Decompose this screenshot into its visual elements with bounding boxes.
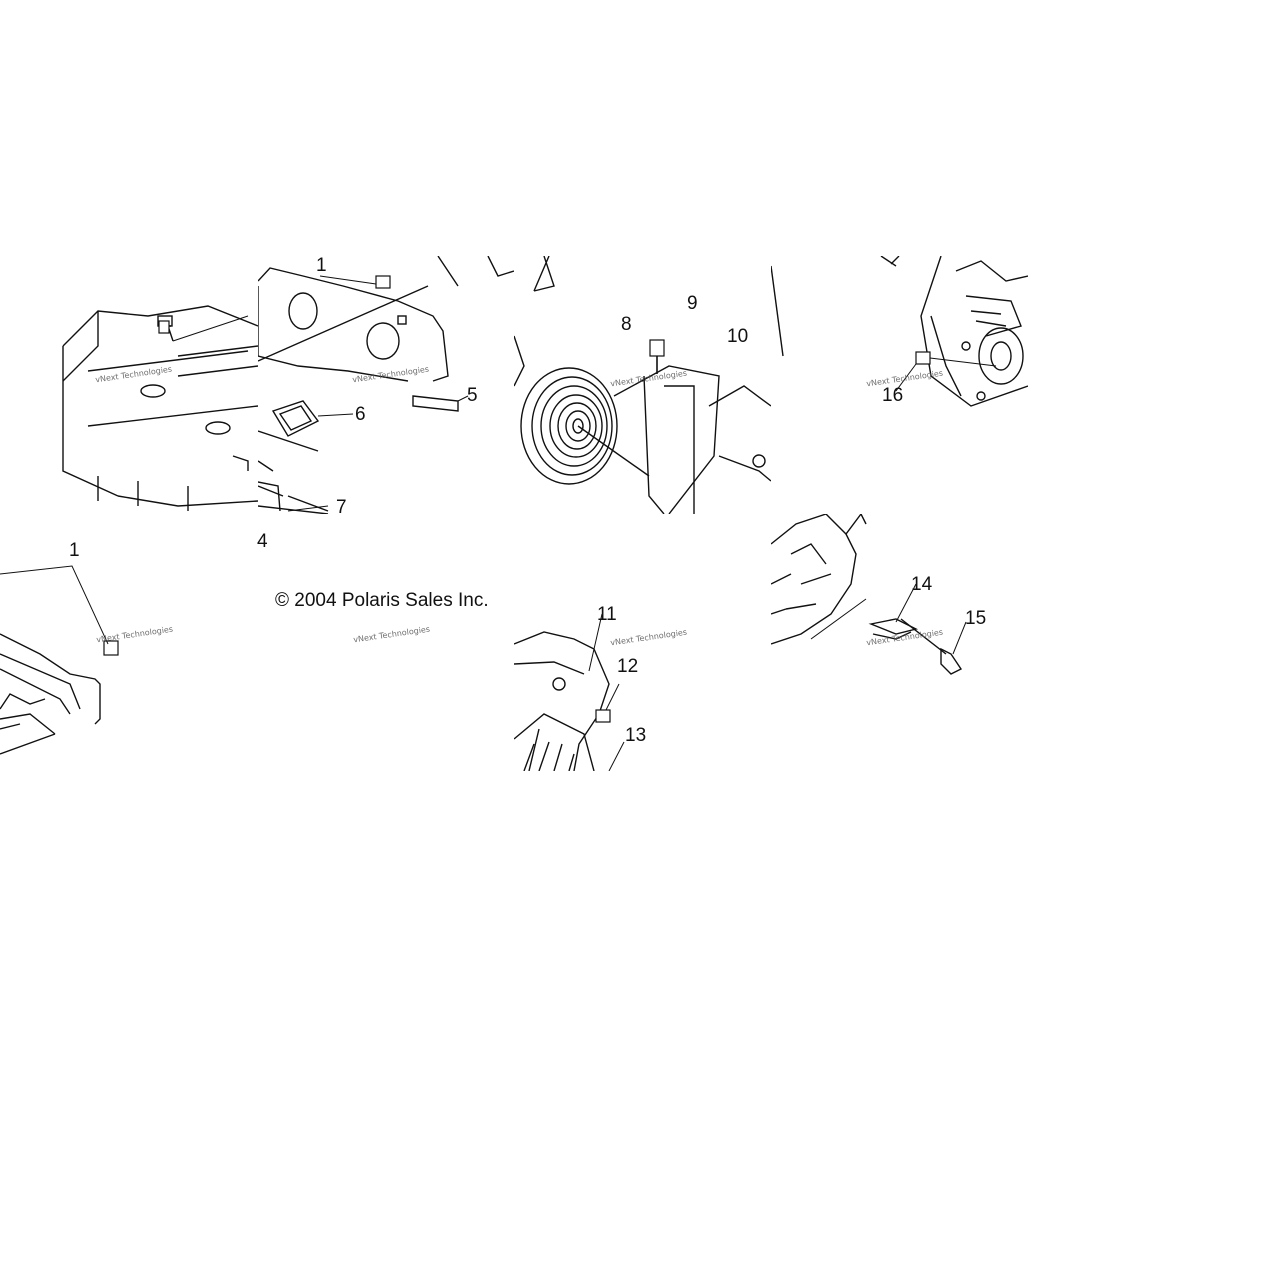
callout-14: 14 xyxy=(911,574,933,595)
tile-crankcase-plug xyxy=(771,256,1028,514)
callout-10: 10 xyxy=(727,326,749,347)
callout-11: 11 xyxy=(597,604,617,625)
tile-exhaust-plate xyxy=(258,256,514,514)
callout-13: 13 xyxy=(625,725,647,746)
tile-recoil-starter xyxy=(514,256,771,514)
callout-8: 8 xyxy=(621,314,632,335)
fan-housing-drawing xyxy=(514,613,625,771)
heat-shield-drawing xyxy=(62,305,258,511)
tile-lower-shield xyxy=(0,514,258,771)
callout-1-bottom: 1 xyxy=(69,540,80,561)
callout-7: 7 xyxy=(336,497,347,518)
callout-6: 6 xyxy=(355,404,366,425)
callout-4: 4 xyxy=(257,531,268,552)
flywheel-cover-drawing xyxy=(771,514,967,675)
tile-heat-shield xyxy=(58,256,258,514)
copyright-notice: © 2004 Polaris Sales Inc. xyxy=(275,590,489,611)
recoil-starter-drawing xyxy=(514,256,771,514)
crankcase-plug-drawing xyxy=(771,256,1028,407)
lower-shield-drawing xyxy=(0,565,119,755)
tile-flywheel-cover xyxy=(771,514,1028,771)
tile-fan-housing xyxy=(514,514,771,771)
callout-1-top: 1 xyxy=(316,255,327,276)
exhaust-plate-drawing xyxy=(258,256,514,514)
callout-9: 9 xyxy=(687,293,698,314)
callout-5: 5 xyxy=(467,385,478,406)
callout-16: 16 xyxy=(882,385,904,406)
callout-15: 15 xyxy=(965,608,987,629)
callout-12: 12 xyxy=(617,656,639,677)
watermark: vNext Technologies xyxy=(352,624,431,645)
